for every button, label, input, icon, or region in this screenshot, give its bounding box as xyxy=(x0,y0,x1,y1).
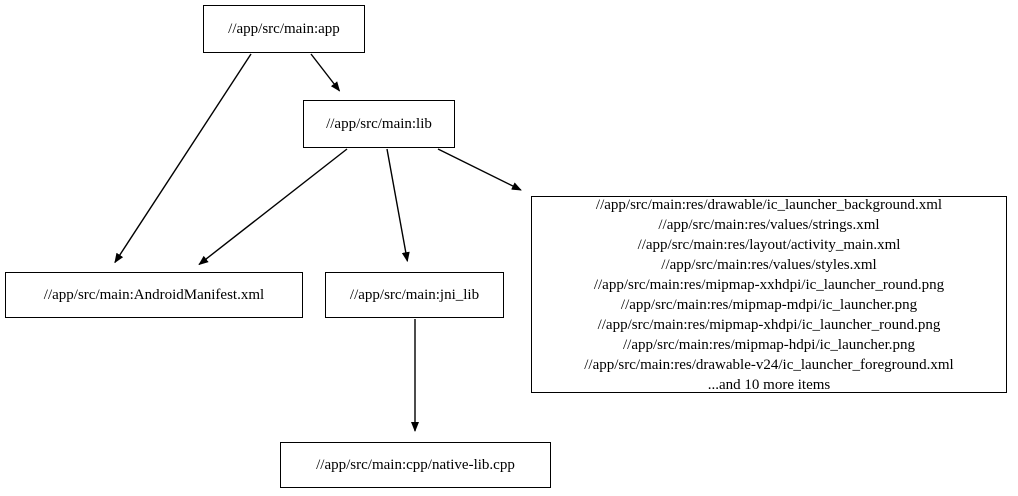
node-android-manifest[interactable]: //app/src/main:AndroidManifest.xml xyxy=(5,272,303,318)
node-app[interactable]: //app/src/main:app xyxy=(203,5,365,53)
node-res-group[interactable]: //app/src/main:res/drawable/ic_launcher_… xyxy=(531,196,1007,393)
node-native-lib-cpp-label: //app/src/main:cpp/native-lib.cpp xyxy=(316,457,515,473)
node-native-lib-cpp[interactable]: //app/src/main:cpp/native-lib.cpp xyxy=(280,442,551,488)
node-app-label: //app/src/main:app xyxy=(228,21,340,37)
node-lib-label: //app/src/main:lib xyxy=(326,116,432,132)
edge-app-to-lib xyxy=(310,53,341,92)
node-android-manifest-label: //app/src/main:AndroidManifest.xml xyxy=(43,287,265,303)
node-res-group-label: //app/src/main:res/drawable/ic_launcher_… xyxy=(584,196,954,393)
node-lib[interactable]: //app/src/main:lib xyxy=(303,100,455,148)
node-jni-lib[interactable]: //app/src/main:jni_lib xyxy=(325,272,504,318)
edge-lib-to-jni xyxy=(386,148,410,263)
edge-lib-to-res xyxy=(437,148,522,191)
edge-lib-to-manifest xyxy=(198,148,348,266)
edge-app-to-manifest xyxy=(114,53,252,264)
node-jni-lib-label: //app/src/main:jni_lib xyxy=(349,287,480,303)
